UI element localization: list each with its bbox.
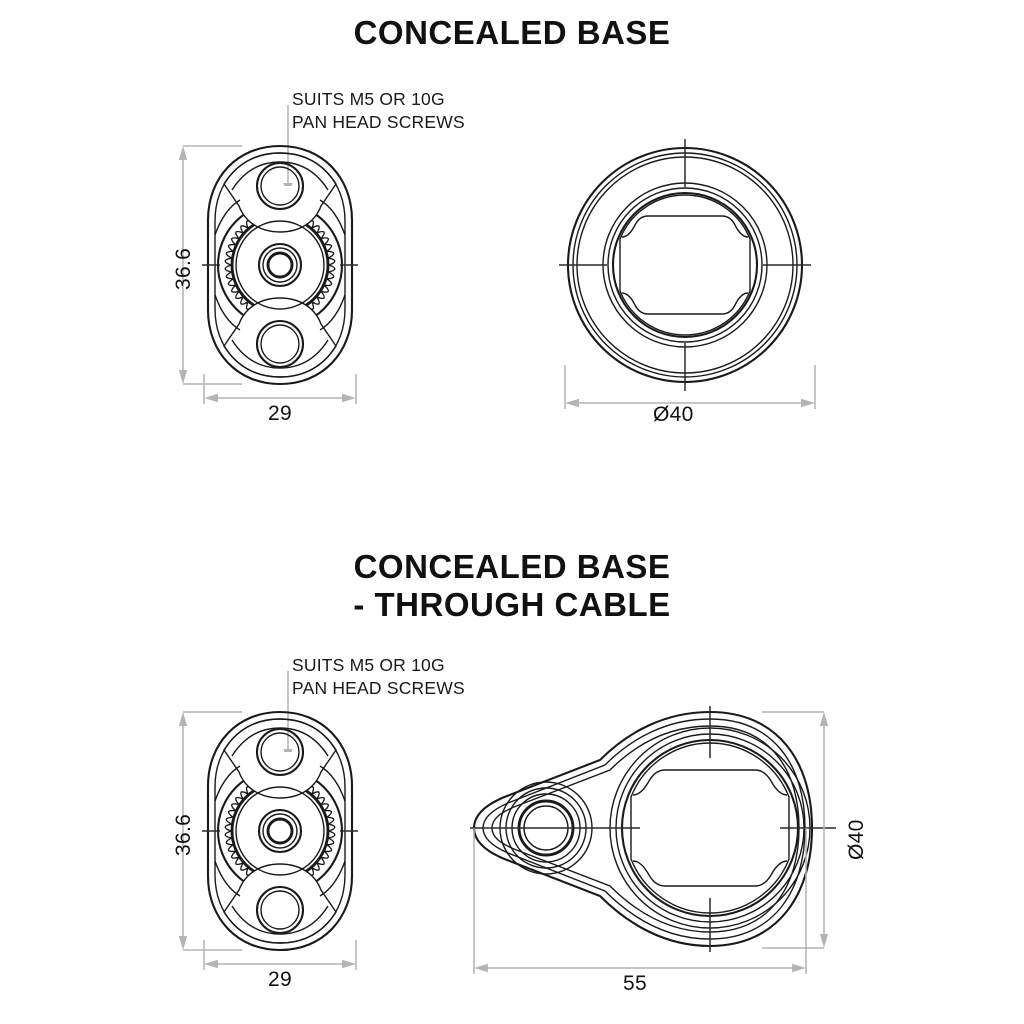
view-concealed-base-front [202, 105, 358, 386]
central-boss [235, 786, 325, 876]
screw-note-2: SUITS M5 OR 10G PAN HEAD SCREWS [292, 655, 465, 699]
teardrop-body [472, 710, 814, 948]
aperture-profile [630, 742, 790, 914]
outer-body [206, 144, 354, 386]
outer-body [206, 710, 354, 952]
title-line-1: CONCEALED BASE [353, 548, 671, 585]
view-through-cable-front [202, 671, 358, 952]
side-ribs [214, 199, 346, 331]
dim-label-length-2: 55 [623, 972, 647, 995]
cap-aperture-notch-bottom [621, 292, 749, 315]
screw-note-1: SUITS M5 OR 10G PAN HEAD SCREWS [292, 89, 465, 133]
dim-label-diameter-2: Ø40 [845, 819, 868, 860]
drawing-title-2: CONCEALED BASE- THROUGH CABLE [0, 548, 1024, 624]
aperture-notch-top [632, 769, 788, 796]
view-concealed-base-plan [559, 139, 811, 391]
cap-aperture [619, 194, 751, 336]
centerlines [470, 706, 836, 952]
view-through-cable-plan [470, 706, 836, 952]
dim-label-width-2: 29 [268, 968, 292, 991]
centerlines [559, 139, 811, 391]
dim-length-2 [473, 828, 807, 974]
dim-diameter-2 [762, 711, 829, 949]
dim-label-height-1: 36.6 [172, 247, 195, 290]
dim-width-2 [203, 940, 357, 970]
dim-label-height-2: 36.6 [172, 813, 195, 856]
side-ribs [214, 765, 346, 897]
dim-width-1 [203, 374, 357, 404]
dim-diameter-1 [564, 365, 816, 409]
dim-label-width-1: 29 [268, 402, 292, 425]
dim-height-2 [178, 711, 242, 951]
aperture-notch-bottom [632, 860, 788, 887]
cap-inner-rings [602, 182, 768, 348]
dim-height-1 [178, 145, 242, 385]
cap-aperture-notch-top [621, 215, 749, 238]
central-boss [235, 220, 325, 310]
dim-label-diameter-1: Ø40 [653, 403, 694, 426]
title-line-2: - THROUGH CABLE [353, 585, 671, 623]
drawing-title-1: CONCEALED BASE [353, 14, 671, 51]
